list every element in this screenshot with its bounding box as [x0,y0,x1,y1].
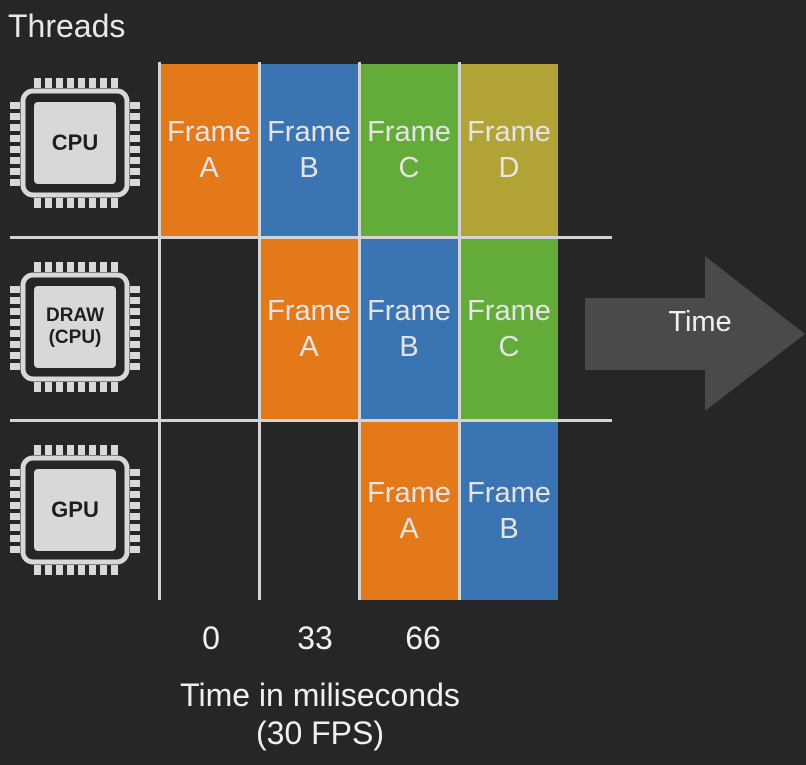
frame-letter: D [498,152,520,184]
frame-letter: C [498,331,520,363]
axis-title-line-2: (30 FPS) [255,715,385,751]
frame-letter: A [299,331,319,363]
frame-word: Frame [367,477,451,509]
frame-word: Frame [167,116,251,148]
time-arrow-label: Time [668,306,732,338]
frame-word: Frame [467,295,551,327]
grid-line-vertical [358,62,361,600]
draw-chip-icon: DRAW (CPU) [10,262,140,392]
frame-word: Frame [467,477,551,509]
draw-chip-label-line-2: (CPU) [48,327,102,348]
diagram-title: Threads [8,8,126,44]
grid-line-vertical [458,62,461,600]
frame-word: Frame [467,116,551,148]
time-arrow-icon [585,256,805,411]
frame-word: Frame [367,295,451,327]
tick-label: 66 [405,620,441,656]
draw-chip-label: DRAW (CPU) [34,286,116,368]
frame-word: Frame [267,295,351,327]
frame-letter: C [398,152,420,184]
frame-letter: A [399,513,419,545]
tick-label: 0 [202,620,220,656]
grid-line-horizontal [10,236,612,239]
cpu-chip-label: CPU [51,130,99,155]
frame-letter: B [399,331,419,363]
frame-letter: B [499,513,519,545]
frame-word: Frame [367,116,451,148]
gpu-chip-label: GPU [51,497,99,522]
grid-line-vertical [158,62,161,600]
grid-line-vertical [258,62,261,600]
tick-label: 33 [297,620,333,656]
cpu-chip-icon: CPU [10,78,140,208]
frame-letter: A [199,152,219,184]
axis-title-line-1: Time in miliseconds [180,677,460,713]
grid-line-horizontal [10,419,612,422]
axis-title: Time in miliseconds (30 FPS) [120,676,520,752]
draw-chip-label-line-1: DRAW [45,305,105,326]
gpu-chip-icon: GPU [10,445,140,575]
frame-letter: B [299,152,319,184]
frame-word: Frame [267,116,351,148]
